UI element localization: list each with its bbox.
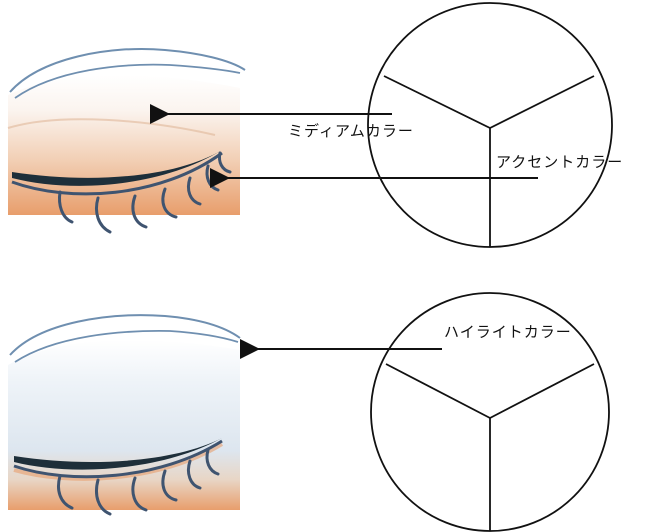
label-medium-color: ミディアムカラー [288, 120, 414, 141]
top-divider-right [490, 76, 594, 128]
bottom-divider-left [386, 364, 490, 418]
label-accent-color: アクセントカラー [496, 151, 623, 172]
bottom-divider-right [490, 364, 594, 418]
bottom-eyeshadow [8, 340, 240, 510]
bottom-eye-illustration [8, 315, 240, 514]
top-eyeshadow [8, 75, 240, 215]
label-highlight-color: ハイライトカラー [444, 321, 572, 342]
top-eye-illustration [8, 49, 245, 232]
